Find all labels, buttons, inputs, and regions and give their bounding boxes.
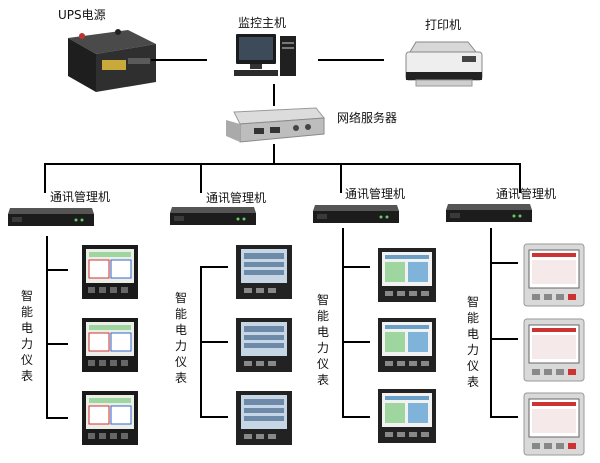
server-bus-link bbox=[273, 144, 275, 164]
meter-link bbox=[200, 341, 228, 343]
host-label: 监控主机 bbox=[238, 16, 287, 30]
power-meter-icon bbox=[80, 316, 140, 378]
meter-bus-1 bbox=[46, 236, 48, 418]
meter-group-label-2: 智能电力仪表 bbox=[174, 291, 187, 385]
power-meter-icon bbox=[80, 243, 140, 305]
network-server-icon bbox=[224, 106, 326, 152]
power-meter-icon bbox=[522, 391, 586, 461]
comm-label-2: 通讯管理机 bbox=[206, 191, 267, 205]
meter-link bbox=[46, 269, 68, 271]
meter-link bbox=[342, 341, 370, 343]
meter-link bbox=[490, 262, 518, 264]
ups-battery-icon bbox=[62, 24, 162, 100]
rack-communication-manager-icon bbox=[444, 202, 534, 228]
power-meter-icon bbox=[522, 317, 586, 387]
meter-link bbox=[46, 417, 68, 419]
comm-label-1: 通讯管理机 bbox=[50, 190, 111, 204]
power-meter-icon bbox=[376, 387, 438, 449]
comm-label-3: 通讯管理机 bbox=[345, 187, 406, 201]
comm-label-4: 通讯管理机 bbox=[496, 187, 557, 201]
bus-drop-2 bbox=[200, 163, 202, 193]
server-label: 网络服务器 bbox=[337, 111, 398, 125]
power-meter-icon bbox=[376, 316, 438, 378]
meter-link bbox=[490, 338, 518, 340]
rack-communication-manager-icon bbox=[311, 203, 401, 229]
bus-drop-4 bbox=[519, 163, 521, 193]
meter-link bbox=[200, 266, 228, 268]
power-meter-icon bbox=[234, 243, 294, 305]
power-meter-icon bbox=[80, 389, 140, 451]
power-meter-icon bbox=[522, 242, 586, 312]
meter-bus-4 bbox=[490, 228, 492, 418]
meter-link bbox=[46, 343, 68, 345]
rack-communication-manager-icon bbox=[6, 206, 96, 232]
bus-drop-1 bbox=[44, 163, 46, 193]
power-meter-icon bbox=[234, 389, 294, 451]
main-bus bbox=[44, 163, 520, 165]
host-printer-link bbox=[318, 59, 384, 61]
meter-link bbox=[200, 416, 228, 418]
desktop-computer-icon bbox=[232, 32, 304, 86]
bus-drop-3 bbox=[340, 163, 342, 193]
meter-group-label-1: 智能电力仪表 bbox=[20, 289, 33, 383]
ups-host-link bbox=[151, 59, 207, 61]
meter-group-label-3: 智能电力仪表 bbox=[316, 293, 329, 387]
meter-link bbox=[342, 266, 370, 268]
power-meter-icon bbox=[234, 316, 294, 378]
printer-label: 打印机 bbox=[425, 18, 462, 32]
power-meter-icon bbox=[376, 246, 438, 308]
meter-link bbox=[342, 416, 370, 418]
ups-label: UPS电源 bbox=[58, 8, 106, 22]
rack-communication-manager-icon bbox=[168, 205, 258, 231]
printer-icon bbox=[402, 38, 488, 96]
meter-group-label-4: 智能电力仪表 bbox=[466, 295, 479, 389]
host-server-link bbox=[273, 84, 275, 106]
meter-bus-3 bbox=[342, 228, 344, 418]
meter-link bbox=[490, 416, 518, 418]
